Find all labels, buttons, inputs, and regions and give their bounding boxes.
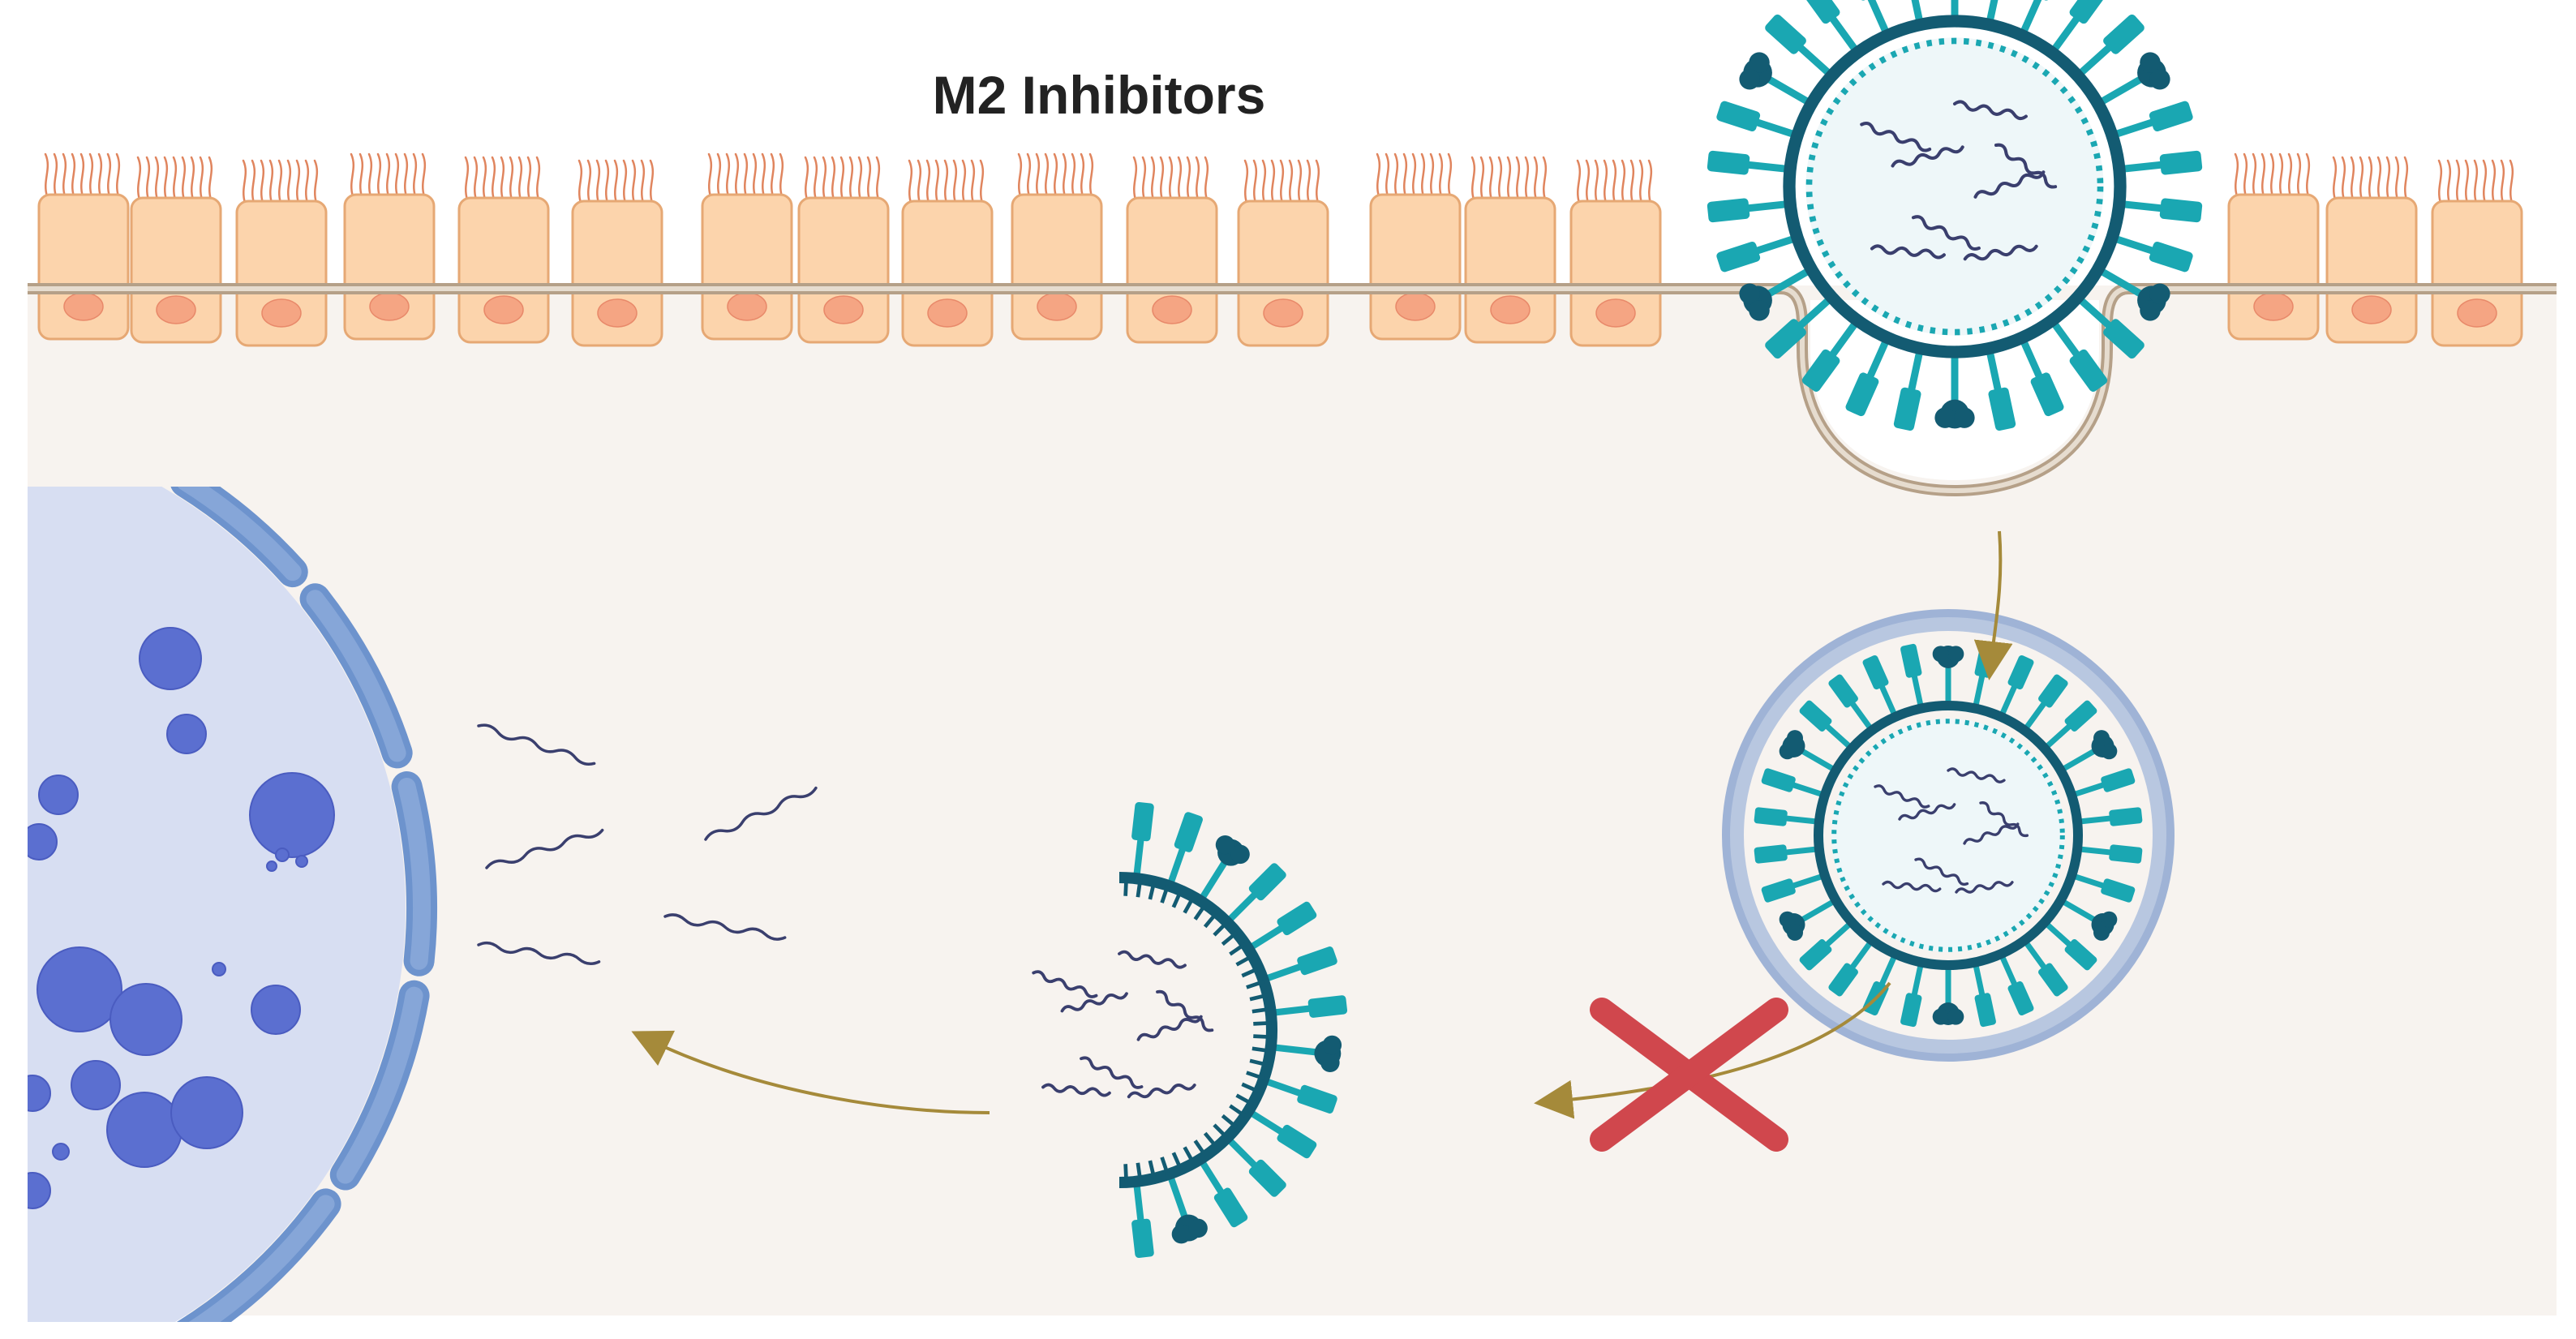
epithelial-cell bbox=[797, 156, 890, 344]
epithelial-cell bbox=[901, 159, 994, 347]
epithelial-cell-layer bbox=[37, 152, 2523, 347]
partial-virus-uncoating-icon bbox=[1032, 801, 1348, 1259]
epithelial-cell bbox=[1569, 159, 1662, 347]
epithelial-cell bbox=[1369, 152, 1462, 341]
influenza-virion-icon bbox=[1707, 0, 2203, 431]
epithelial-cell bbox=[1011, 152, 1103, 341]
epithelial-cell bbox=[2431, 159, 2523, 347]
arrow-blocked-uncoating bbox=[1534, 981, 1891, 1119]
epithelial-cell bbox=[457, 156, 550, 344]
arrow-to-endosome bbox=[1973, 530, 2013, 680]
epithelial-cell bbox=[130, 156, 222, 344]
epithelial-cell bbox=[2227, 152, 2320, 341]
endosome-with-virus-icon bbox=[1722, 609, 2175, 1062]
epithelial-cell bbox=[1464, 156, 1556, 344]
epithelial-cell bbox=[571, 159, 663, 347]
diagram-title: M2 Inhibitors bbox=[933, 65, 1266, 125]
epithelial-cell bbox=[37, 152, 130, 341]
red-x-block-icon bbox=[1590, 998, 1788, 1152]
arrow-to-nucleus bbox=[631, 1030, 990, 1114]
epithelial-cell bbox=[701, 152, 793, 341]
epithelial-cell bbox=[343, 152, 436, 341]
epithelial-cell bbox=[1237, 159, 1329, 347]
host-cell-nucleus bbox=[28, 487, 437, 1322]
epithelial-cell bbox=[2325, 156, 2418, 344]
epithelial-cell bbox=[235, 159, 328, 347]
epithelial-cell bbox=[1126, 156, 1218, 344]
viral-rna-strands bbox=[477, 723, 818, 966]
